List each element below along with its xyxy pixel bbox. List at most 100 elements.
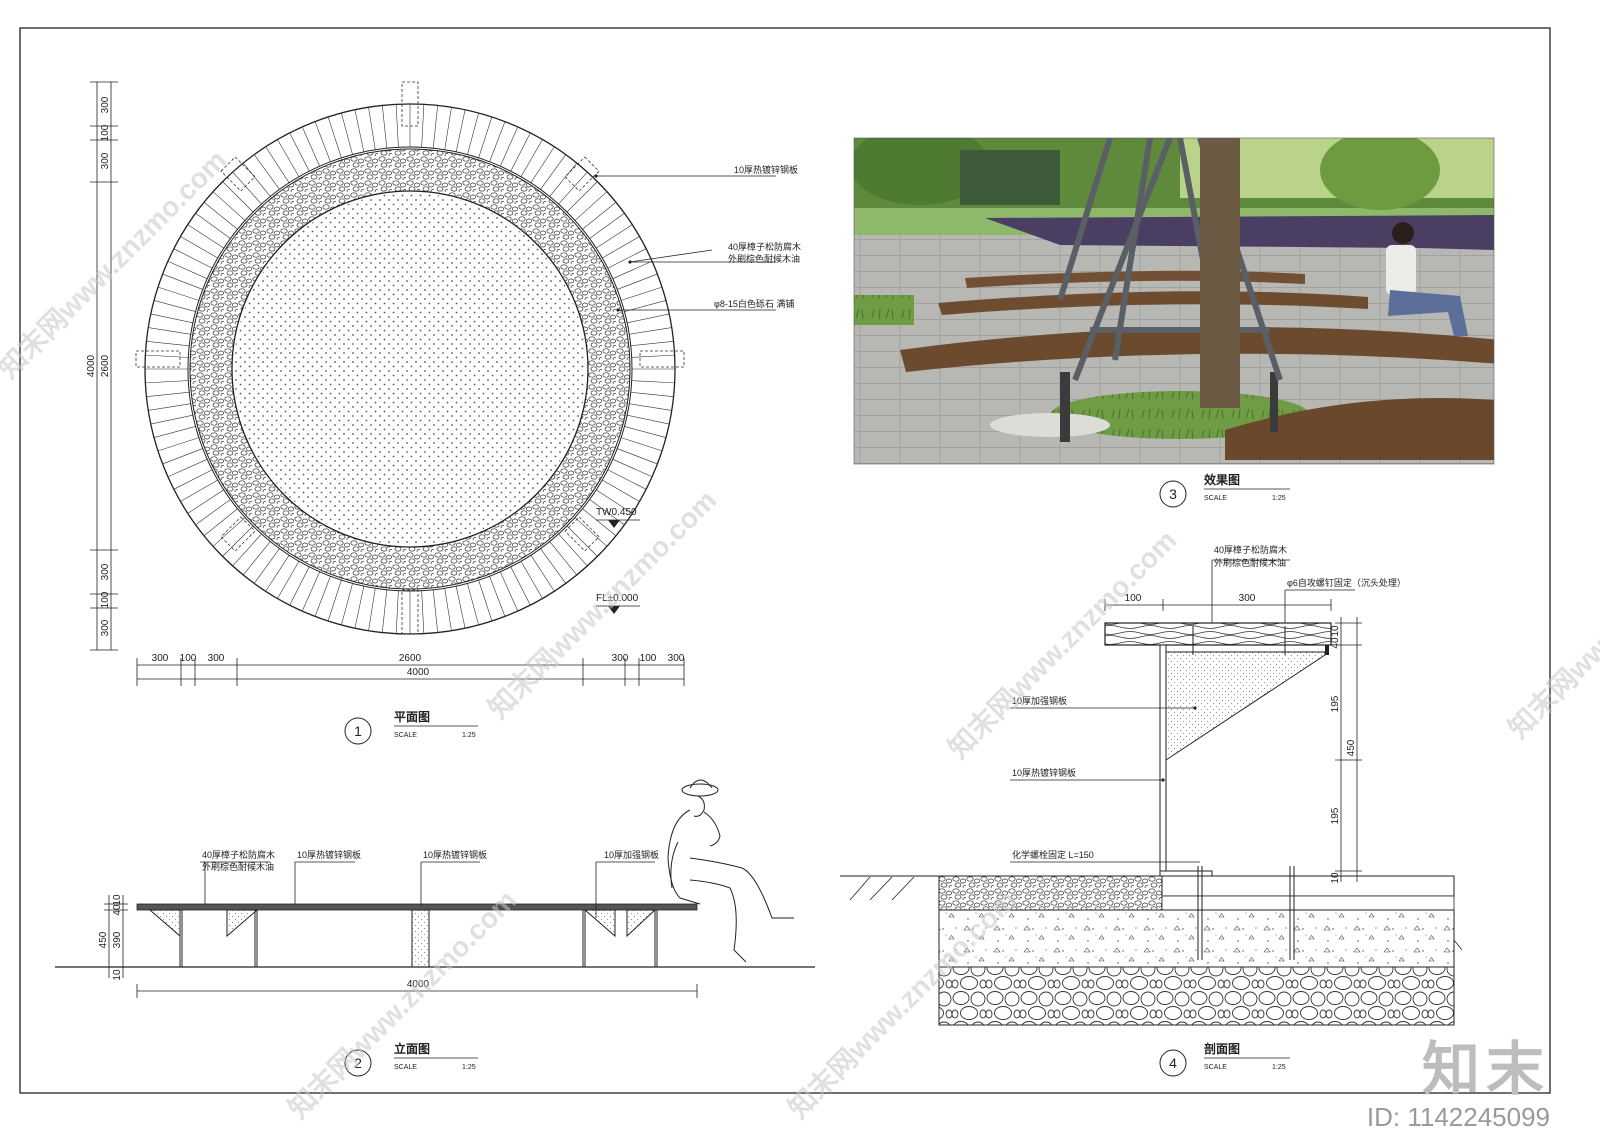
section-base-layer <box>938 966 1455 1026</box>
plan-slat-line <box>624 426 667 438</box>
plan-slat-line <box>612 459 653 478</box>
plan-slat-line <box>630 341 674 347</box>
plan-slat-line <box>617 448 658 465</box>
plan-slat-line <box>395 590 399 634</box>
plan-slat-line <box>150 313 193 324</box>
plan-scale-label: SCALE <box>394 732 417 739</box>
plan-slat-line <box>232 171 262 205</box>
plan-slat-line <box>574 517 608 547</box>
plan-slat-line <box>232 533 262 567</box>
plan-slat-line <box>146 391 190 397</box>
elevation-supports <box>148 909 658 968</box>
dim-text: 40 <box>112 904 123 916</box>
sheet-border <box>19 27 1551 1094</box>
plan-level-tw: TW0.450 <box>596 507 637 518</box>
photo-title-bubble <box>1159 480 1187 508</box>
plan-slat-line <box>467 112 479 155</box>
elevation-scale-value: 1:25 <box>462 1064 476 1071</box>
plan-slat-line <box>558 533 588 567</box>
plan-slat-line <box>145 380 189 384</box>
plan-slat-line <box>187 224 224 249</box>
plan-slat-line <box>180 479 218 502</box>
photo-scale-value: 1:25 <box>1272 495 1286 502</box>
plan-slat-line <box>574 191 608 221</box>
section-seat-board <box>1104 622 1332 646</box>
dim-text: 450 <box>98 931 109 948</box>
brand-watermark: 知末 ID: 1142245099 <box>1367 1040 1550 1133</box>
plan-scale-value: 1:25 <box>462 732 476 739</box>
plan-slat-line <box>421 104 425 148</box>
plan-slat-line <box>510 566 531 606</box>
plan-slat-line <box>195 212 231 239</box>
plan-slat-line <box>277 561 300 599</box>
plan-slat-line <box>203 508 238 537</box>
plan-slat-line <box>173 248 213 269</box>
dim-text: 300 <box>612 653 629 664</box>
plan-slat-line <box>621 286 663 301</box>
section-gravel-layer <box>938 875 1163 911</box>
plan-slat-line <box>631 354 675 358</box>
elevation-label-steel-1: 10厚热镀锌钢板 <box>297 849 361 860</box>
plan-slat-line <box>630 391 674 397</box>
plan-slat-line <box>432 589 438 633</box>
dim-text: 100 <box>180 653 197 664</box>
plan-slat-line <box>212 517 246 547</box>
section-steel-post <box>1159 644 1167 872</box>
plan-slat-line <box>265 555 290 592</box>
plan-slat-line <box>222 525 254 557</box>
plan-slat-line <box>421 590 425 634</box>
plan-slat-line <box>582 508 617 537</box>
rendering-photo: 3 效果图 SCALE 1:25 <box>853 137 1495 508</box>
plan-slat-line <box>478 580 493 622</box>
section-label-bolt: 化学螺栓固定 L=150 <box>1012 849 1094 860</box>
plan-label-wood-finish: 外刷棕色耐候木油 <box>728 253 800 264</box>
section-number: 4 <box>1169 1055 1177 1071</box>
section-label-rib: 10厚加强钢板 <box>1012 695 1067 706</box>
plan-slat-line <box>180 236 218 259</box>
plan-slat-line <box>558 171 588 205</box>
plan-slat-line <box>520 139 543 177</box>
elevation-view: 40厚樟子松防腐木 外刷棕色耐候木油 10厚热镀锌钢板 10厚热镀锌钢板 10厚… <box>55 779 815 1077</box>
photo-scale-label: SCALE <box>1204 495 1227 502</box>
plan-slat-line <box>621 437 663 452</box>
elevation-seat-top <box>136 903 698 911</box>
plan-slat-line <box>549 541 578 576</box>
plan-slat-line <box>540 154 567 190</box>
section-title-bubble <box>1159 1049 1187 1077</box>
dim-text: 10 <box>1330 872 1341 884</box>
plan-leaders <box>596 175 776 311</box>
dim-text: 195 <box>1330 695 1341 712</box>
plan-slat-line <box>596 489 633 514</box>
plan-slat-line <box>148 403 191 411</box>
section-label-screw: φ6自攻螺钉固定（沉头处理） <box>1287 577 1406 588</box>
dim-text: 300 <box>100 152 111 169</box>
plan-slat-line <box>253 548 280 584</box>
dim-text: 390 <box>112 931 123 948</box>
plan-slat-line <box>395 104 399 148</box>
plan-slat-line <box>629 403 672 411</box>
plan-slat-line <box>631 380 675 384</box>
plan-slat-line <box>602 479 640 502</box>
plan-slat-line <box>145 354 189 358</box>
elevation-label-steel-2: 10厚热镀锌钢板 <box>423 849 487 860</box>
plan-label-wood: 40厚樟子松防腐木 <box>728 241 801 252</box>
photo-title: 效果图 <box>1204 472 1240 487</box>
section-concrete-layer <box>938 909 1455 968</box>
dim-text: 10 <box>112 969 123 981</box>
section-label-steel: 10厚热镀锌钢板 <box>1012 767 1076 778</box>
plan-slat-line <box>432 105 438 149</box>
dim-text: 300 <box>100 96 111 113</box>
plan-slat-line <box>455 109 466 152</box>
plan-slat-line <box>341 583 353 626</box>
plan-slat-line <box>148 327 191 335</box>
dim-text-total: 4000 <box>86 354 97 377</box>
plan-title: 平面图 <box>394 710 430 724</box>
section-scale-label: SCALE <box>1204 1064 1227 1071</box>
plan-slat-line <box>530 555 555 592</box>
plan-slat-line <box>478 116 493 158</box>
dim-text: 300 <box>208 653 225 664</box>
plan-slat-line <box>467 583 479 626</box>
dim-text: 300 <box>152 653 169 664</box>
plan-slat-line <box>627 414 670 425</box>
plan-slat-line <box>540 548 567 584</box>
